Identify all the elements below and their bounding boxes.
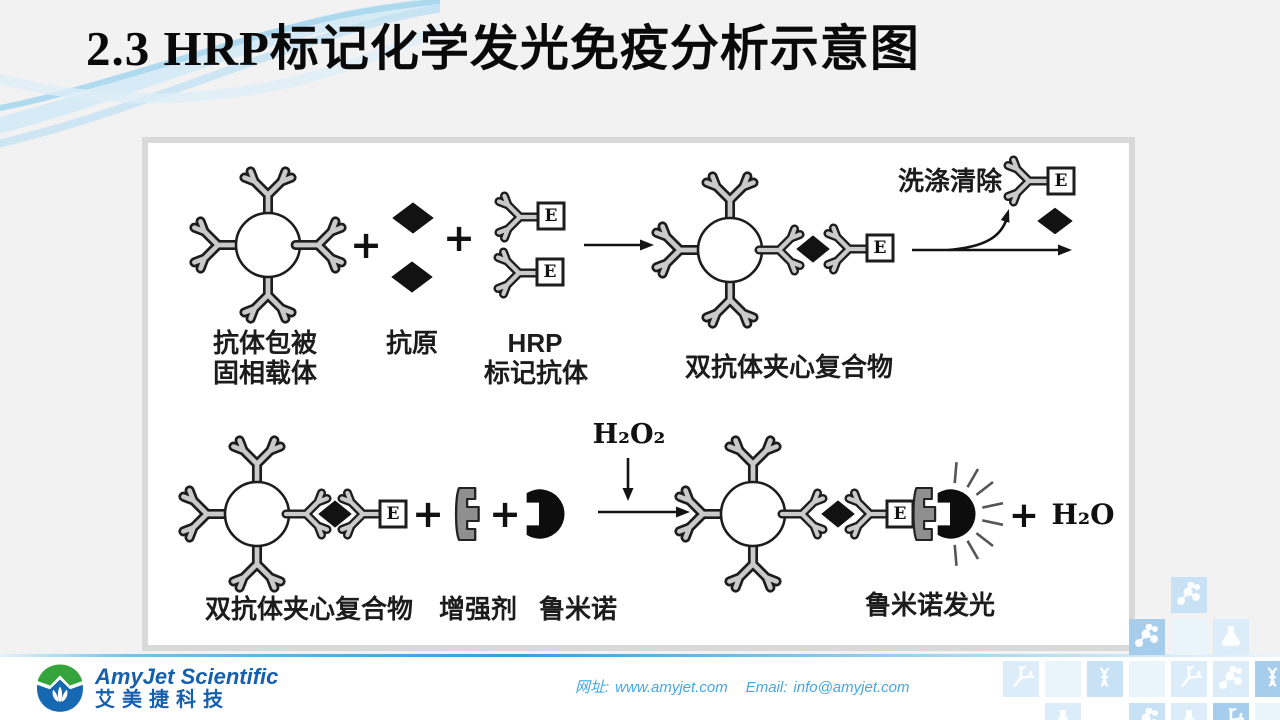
- h2o-label: H₂O: [1051, 498, 1114, 531]
- company-logo: AmyJet Scientific 艾美捷科技: [34, 662, 278, 714]
- company-name-en: AmyJet Scientific: [95, 663, 279, 689]
- sandwich-label: 双抗体夹心复合物: [205, 594, 413, 624]
- antigen-diamond: [796, 235, 830, 263]
- antigen-diamond: [391, 261, 433, 293]
- website-label: 网址:: [575, 679, 610, 696]
- hrp-labeled-antibody: E: [499, 196, 566, 238]
- footer-contact: 网址: www.amyjet.com Email: info@amyjet.co…: [575, 676, 916, 697]
- reaction-arrow: [598, 506, 690, 518]
- company-name-zh: 艾美捷科技: [95, 689, 230, 712]
- sandwich-complex: E: [183, 440, 408, 587]
- enhancer-shape: [912, 486, 937, 542]
- glowing-sandwich-complex: E: [679, 440, 1005, 587]
- immunoassay-diagram: + + E E: [148, 143, 1115, 624]
- washed-free-antigen: [1037, 207, 1073, 235]
- amyjet-logo-icon: [37, 664, 83, 712]
- blank-tile: [1171, 619, 1207, 655]
- wash-arrow: [912, 209, 1072, 256]
- wash-label: 洗涤清除: [898, 166, 1003, 196]
- antigen-diamond: [821, 500, 855, 528]
- h2o2-down-arrow: [622, 458, 634, 501]
- footer-divider-line: [0, 654, 1280, 657]
- hrp-label-line1: HRP: [508, 328, 563, 358]
- enhancer-label: 增强剂: [439, 594, 517, 624]
- luminol-shape: [526, 489, 565, 539]
- sandwich-label: 双抗体夹心复合物: [685, 352, 893, 382]
- enzyme-letter: E: [544, 262, 557, 282]
- carrier-label-line2: 固相载体: [213, 358, 318, 388]
- enzyme-letter: E: [1055, 171, 1068, 191]
- luminol-label: 鲁米诺: [539, 594, 617, 624]
- sandwich-complex: E: [656, 176, 895, 323]
- carrier-label-line1: 抗体包被: [213, 328, 317, 358]
- enzyme-letter: E: [387, 504, 400, 524]
- h2o2-label: H₂O₂: [593, 419, 666, 450]
- antigen-label: 抗原: [386, 328, 438, 358]
- plus-sign: +: [489, 492, 521, 536]
- email-label: Email:: [745, 679, 788, 696]
- hrp-labeled-antibody: E: [498, 252, 565, 294]
- enhancer-shape: [454, 486, 480, 542]
- plus-sign: +: [443, 216, 475, 260]
- plus-sign: +: [350, 223, 382, 267]
- enzyme-letter: E: [874, 238, 887, 258]
- plus-sign: +: [1009, 495, 1039, 536]
- diagram-panel: + + E E: [142, 137, 1135, 651]
- coated-carrier: [194, 171, 341, 318]
- flask-tile-icon: [1213, 619, 1249, 655]
- reaction-arrow: [584, 239, 654, 251]
- slide-title: 2.3 HRP标记化学发光免疫分析示意图: [86, 21, 920, 76]
- website-url[interactable]: www.amyjet.com: [615, 679, 728, 696]
- footer: AmyJet Scientific 艾美捷科技 网址: www.amyjet.c…: [0, 654, 1280, 720]
- luminol-shape: [937, 489, 976, 539]
- glow-label: 鲁米诺发光: [865, 590, 995, 620]
- email-address[interactable]: info@amyjet.com: [793, 679, 910, 696]
- molecule-tile-icon: [1171, 577, 1207, 613]
- washed-free-antibody: E: [1008, 160, 1076, 202]
- antigen-diamond: [392, 202, 434, 234]
- hrp-label-line2: 标记抗体: [484, 358, 589, 388]
- enzyme-letter: E: [545, 206, 558, 226]
- corner-wave-decoration: [0, 0, 440, 148]
- enzyme-letter: E: [894, 504, 907, 524]
- plus-sign: +: [412, 492, 444, 536]
